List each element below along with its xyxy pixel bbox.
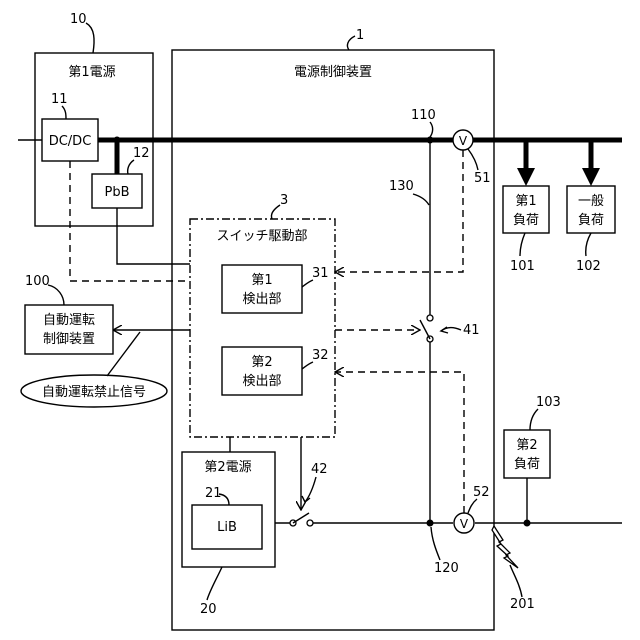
ref-1: 1 <box>356 28 364 43</box>
ref-103: 103 <box>536 395 561 410</box>
ref-32: 32 <box>312 348 329 363</box>
switch-driver-label: スイッチ駆動部 <box>216 229 307 244</box>
load1-label-1: 第1 <box>515 194 536 209</box>
load1-arrow <box>517 168 535 186</box>
pbb-junction <box>114 137 121 144</box>
ref-31: 31 <box>312 266 329 281</box>
leader-1 <box>347 36 355 50</box>
dcdc-label: DC/DC <box>49 134 92 149</box>
ref-41: 41 <box>463 323 480 338</box>
switch41-upper-contact <box>427 315 433 321</box>
load-gen-label-2: 負荷 <box>578 213 604 228</box>
load1-label-2: 負荷 <box>513 213 539 228</box>
detector2-label-1: 第2 <box>251 355 272 370</box>
lib-label: LiB <box>217 520 237 535</box>
detector2-label-2: 検出部 <box>242 374 281 389</box>
ref-21: 21 <box>205 486 222 501</box>
pbb-label: PbB <box>104 185 129 200</box>
fault-lightning-icon <box>492 526 518 568</box>
ref-101: 101 <box>510 259 535 274</box>
leader-103 <box>530 409 538 430</box>
ref-10: 10 <box>70 12 87 27</box>
ref-20: 20 <box>200 602 217 617</box>
voltmeter-52-label: V <box>460 517 469 531</box>
ref-11: 11 <box>51 92 68 107</box>
auto-controller-label-1: 自動運転 <box>43 313 95 328</box>
load-gen-label-1: 一般 <box>578 193 604 209</box>
ref-3: 3 <box>280 193 288 208</box>
ref-120: 120 <box>434 561 459 576</box>
leader-100 <box>48 285 64 305</box>
load-gen-arrow <box>582 168 600 186</box>
ref-102: 102 <box>576 259 601 274</box>
ref-201: 201 <box>510 597 535 612</box>
ref-52: 52 <box>473 485 490 500</box>
ref-12: 12 <box>133 146 150 161</box>
leader-201 <box>510 565 522 597</box>
switch42-right-contact <box>307 520 313 526</box>
ref-100: 100 <box>25 274 50 289</box>
auto-controller-label-2: 制御装置 <box>43 332 95 347</box>
prohibit-signal-label: 自動運転禁止信号 <box>42 385 146 400</box>
voltmeter-51-label: V <box>459 134 468 148</box>
first-power-label: 第1電源 <box>68 65 115 80</box>
ref-110: 110 <box>411 108 436 123</box>
second-power-label: 第2電源 <box>204 460 251 475</box>
detector1-label-1: 第1 <box>251 273 272 288</box>
leader-101 <box>520 233 525 256</box>
load2-label-1: 第2 <box>516 438 537 453</box>
ref-51: 51 <box>474 171 491 186</box>
load2-label-2: 負荷 <box>514 457 540 472</box>
device-label: 電源制御装置 <box>294 65 372 80</box>
ref-130: 130 <box>389 179 414 194</box>
detector1-label-2: 検出部 <box>242 292 281 307</box>
leader-102 <box>586 233 591 256</box>
leader-10 <box>86 23 94 53</box>
ref-42: 42 <box>311 462 328 477</box>
